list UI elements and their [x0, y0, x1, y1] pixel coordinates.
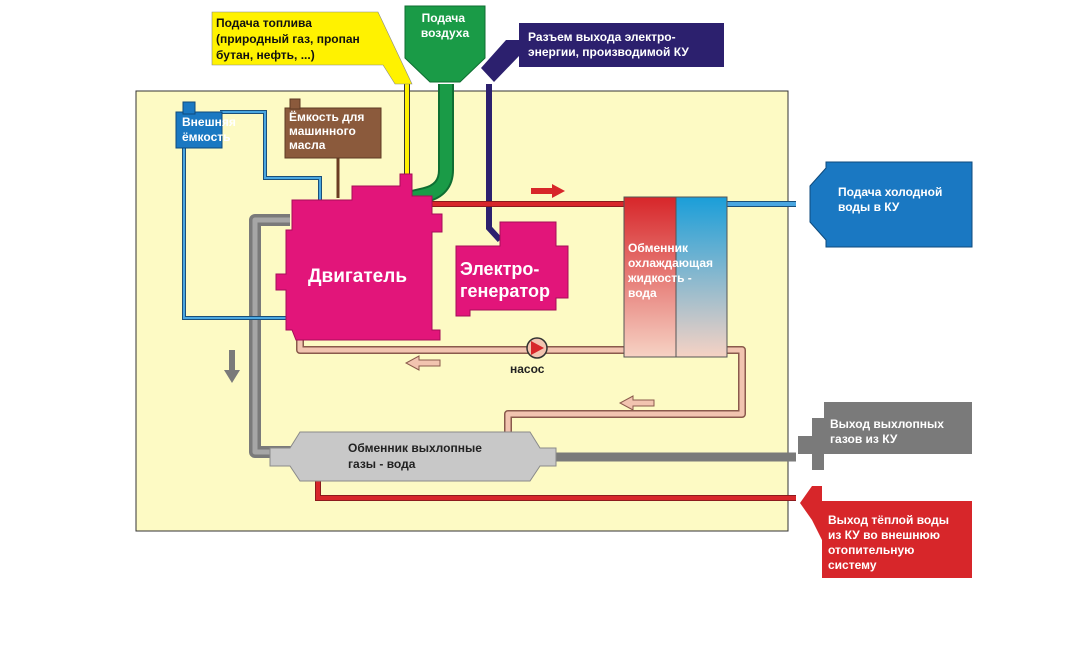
- air-supply-callout: Подача воздуха: [404, 5, 486, 83]
- engine: Двигатель: [275, 173, 443, 341]
- air-pipe-inner: [410, 84, 452, 204]
- fuel-supply-label: Подача топлива (природный газ, пропан бу…: [216, 16, 363, 62]
- engine-label: Двигатель: [308, 266, 407, 287]
- coolant-flow-arrow-1: [404, 355, 441, 371]
- oil-tank-line: машинного: [289, 124, 356, 138]
- power-output-callout: Разъем выхода электро- энергии, производ…: [481, 23, 724, 82]
- hot-flow-arrow: [531, 184, 565, 198]
- air-supply-label: Подача воздуха: [421, 11, 470, 40]
- warm-water-out-line: Выход тёплой воды: [828, 513, 949, 527]
- power-cable: [486, 84, 503, 243]
- exhaust-exchanger-line: Обменник выхлопные: [348, 441, 482, 455]
- exhaust-out-line: Выход выхлопных: [830, 417, 944, 431]
- power-output-line: энергии, производимой КУ: [528, 45, 689, 59]
- generator-line: генератор: [460, 281, 550, 301]
- coolant-exchanger-line: жидкость -: [627, 271, 692, 285]
- generator-line: Электро-: [460, 259, 539, 279]
- coolant-water-exchanger: Обменник охлаждающая жидкость - вода: [623, 196, 728, 358]
- fuel-supply-line: бутан, нефть, ...): [216, 48, 315, 62]
- power-output-label: Разъем выхода электро- энергии, производ…: [528, 30, 689, 59]
- external-tank-line: Внешняя: [182, 115, 236, 129]
- external-tank-label: Внешняя ёмкость: [182, 115, 239, 144]
- coolant-exchanger-line: охлаждающая: [628, 256, 713, 270]
- warm-water-out-line: из КУ во внешнюю: [828, 528, 940, 542]
- oil-tank-label: Ёмкость для машинного масла: [289, 109, 368, 152]
- warm-water-pipe-inner: [316, 480, 796, 500]
- coolant-flow-arrow-2: [618, 395, 655, 411]
- oil-tank-line: Ёмкость для: [289, 109, 364, 124]
- air-supply-line: Подача: [422, 11, 466, 25]
- exhaust-flow-arrow: [224, 350, 240, 383]
- external-tank-pipe-top-inner: [220, 111, 321, 200]
- fuel-supply-line: (природный газ, пропан: [216, 32, 360, 46]
- coolant-return-pipe-inner: [297, 335, 745, 438]
- cold-water-in-line: Подача холодной: [838, 185, 942, 199]
- external-tank-pipe-left-inner: [183, 145, 290, 319]
- oil-tank-line: масла: [289, 138, 326, 152]
- cold-water-in-label: Подача холодной воды в КУ: [838, 185, 946, 214]
- warm-water-out-line: систему: [828, 558, 877, 572]
- external-tank-line: ёмкость: [182, 130, 231, 144]
- coolant-exchanger-label: Обменник охлаждающая жидкость - вода: [627, 241, 716, 300]
- power-output-line: Разъем выхода электро-: [528, 30, 676, 44]
- warm-water-out-label: Выход тёплой воды из КУ во внешнюю отопи…: [828, 513, 952, 572]
- coolant-exchanger-line: вода: [628, 286, 657, 300]
- exhaust-exchanger-line: газы - вода: [348, 457, 416, 471]
- exhaust-out-callout: Выход выхлопных газов из КУ: [798, 402, 972, 470]
- air-supply-line: воздуха: [421, 26, 470, 40]
- exhaust-water-exchanger: Обменник выхлопные газы - вода: [269, 431, 557, 482]
- cold-water-in-line: воды в КУ: [838, 200, 900, 214]
- coolant-exchanger-line: Обменник: [628, 241, 689, 255]
- fuel-supply-callout: Подача топлива (природный газ, пропан бу…: [211, 11, 413, 85]
- warm-water-out-callout: Выход тёплой воды из КУ во внешнюю отопи…: [800, 486, 972, 578]
- exhaust-exchanger-label: Обменник выхлопные газы - вода: [348, 441, 485, 471]
- generator-label: Электро- генератор: [460, 259, 550, 301]
- pump: насос: [510, 337, 548, 376]
- exhaust-out-line: газов из КУ: [830, 432, 898, 446]
- generator: Электро- генератор: [455, 221, 569, 317]
- cold-water-in-callout: Подача холодной воды в КУ: [809, 161, 973, 248]
- oil-tank: Ёмкость для машинного масла: [284, 98, 382, 159]
- pump-label: насос: [510, 362, 545, 376]
- exhaust-out-label: Выход выхлопных газов из КУ: [830, 417, 947, 446]
- fuel-supply-line: Подача топлива: [216, 16, 312, 30]
- external-tank: Внешняя ёмкость: [175, 101, 239, 149]
- warm-water-out-line: отопительную: [828, 543, 914, 557]
